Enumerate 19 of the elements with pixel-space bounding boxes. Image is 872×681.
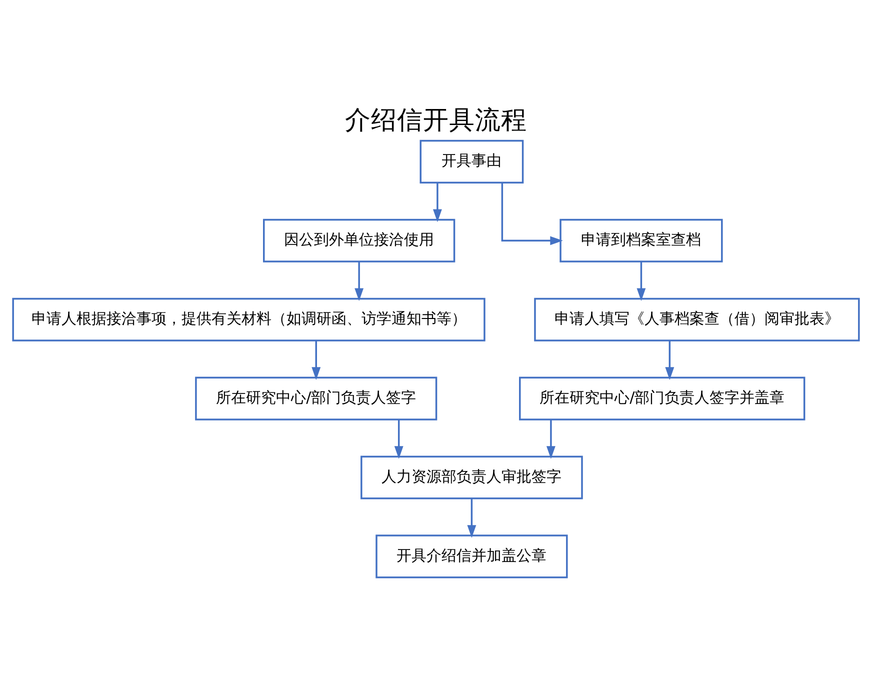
arrow (546, 420, 556, 459)
arrow (467, 498, 476, 538)
arrow (501, 182, 563, 246)
arrow (354, 262, 364, 302)
node-box: 申请到档案室查档 (560, 218, 723, 262)
node-box: 申请人根据接洽事项，提供有关材料（如调研函、访学通知书等） (12, 298, 486, 342)
node-box: 申请人填写《人事档案查（借）阅审批表》 (534, 298, 860, 342)
node-box: 因公到外单位接洽使用 (263, 218, 456, 262)
node-box: 人力资源部负责人审批签字 (360, 456, 583, 500)
arrow (636, 262, 646, 302)
arrow (394, 420, 404, 459)
arrow (665, 340, 674, 380)
arrow (432, 182, 442, 222)
arrow (312, 340, 321, 380)
diagram-title: 介绍信开具流程 (345, 106, 527, 136)
node-box: 开具事由 (420, 140, 524, 184)
node-box: 开具介绍信并加盖公章 (376, 534, 568, 578)
node-box: 所在研究中心/部门负责人签字 (195, 376, 438, 420)
node-box: 所在研究中心/部门负责人签字并盖章 (519, 376, 806, 420)
